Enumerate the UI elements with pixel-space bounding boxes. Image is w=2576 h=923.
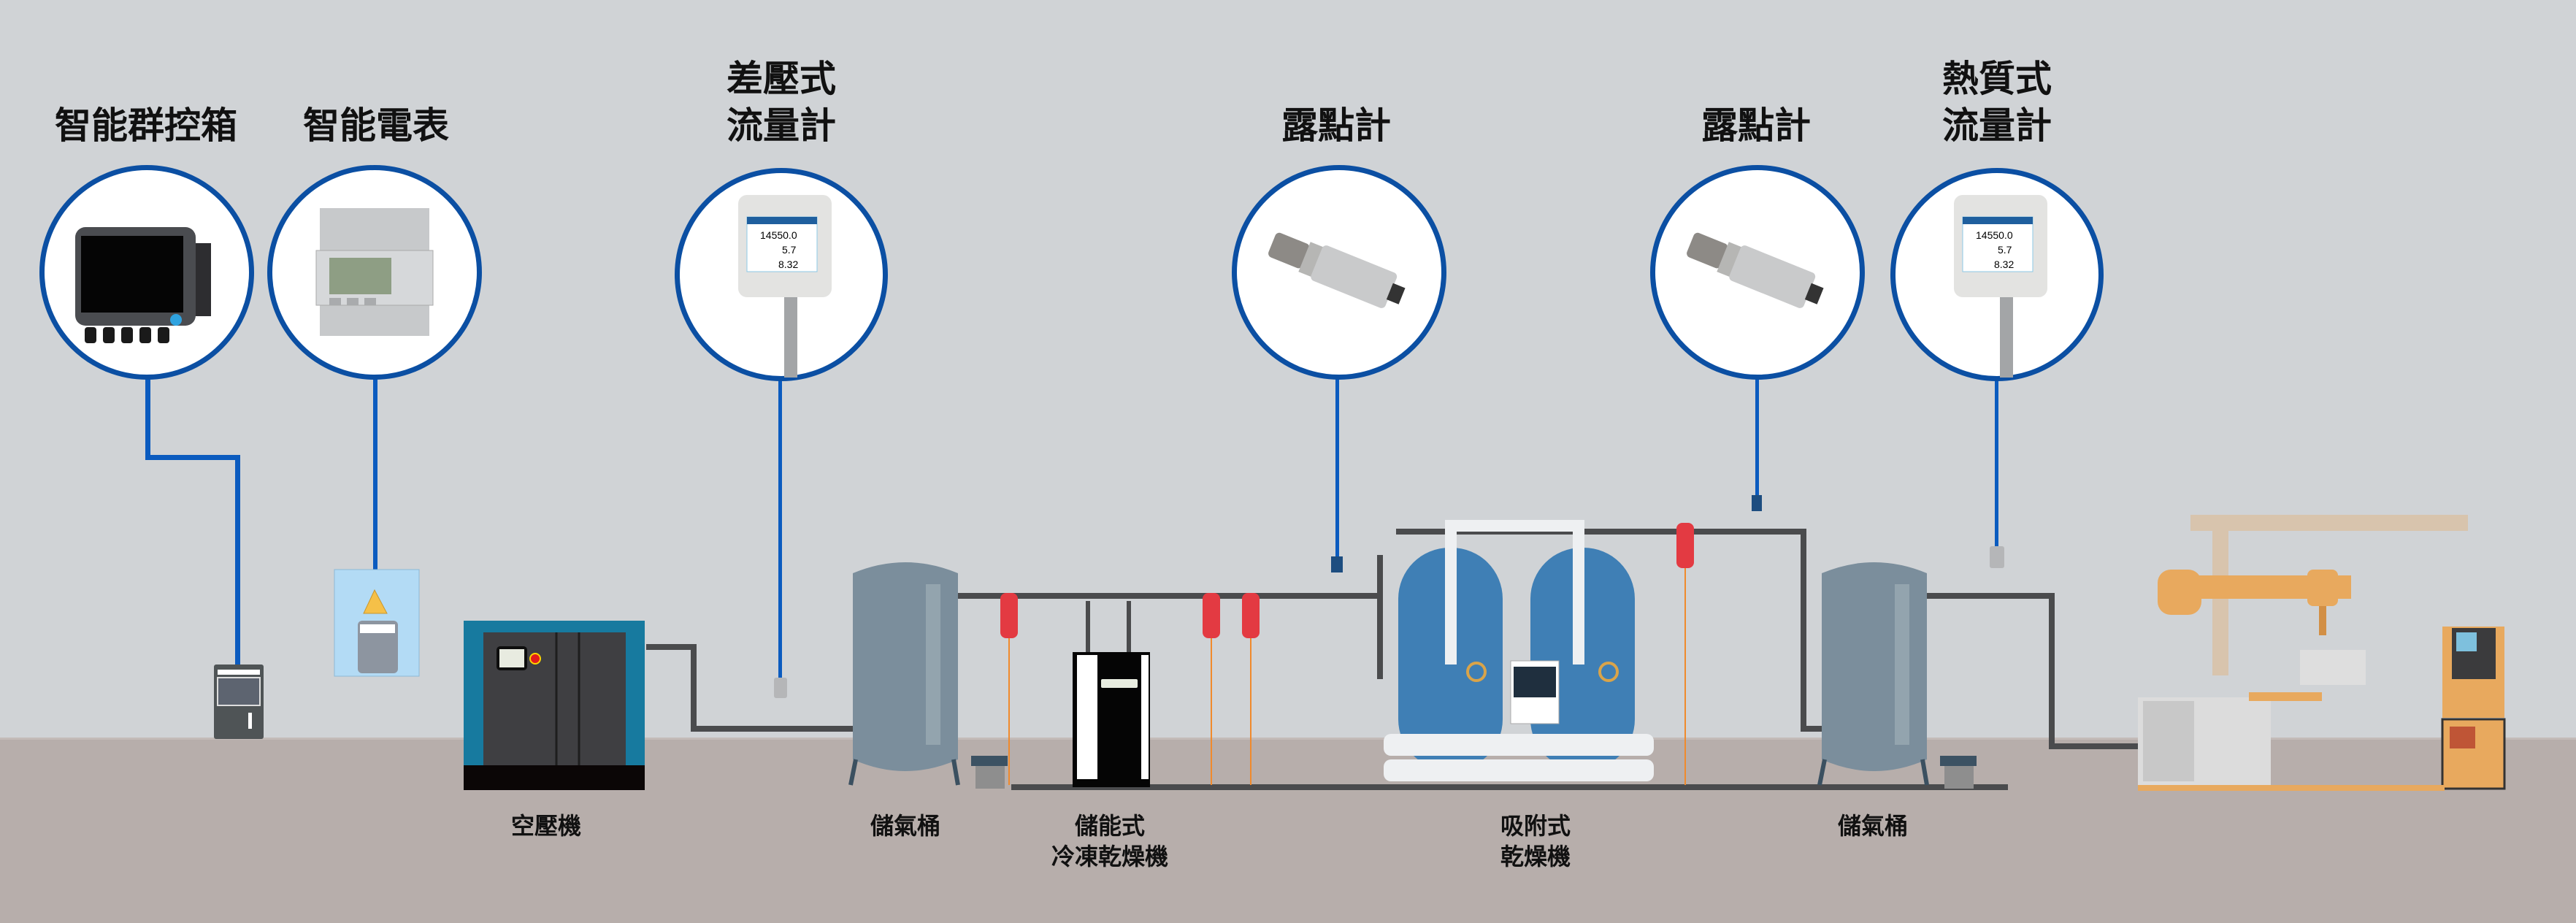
signal-wire-thermal-flow: [1995, 376, 1998, 548]
signal-wire-controller: [235, 455, 240, 667]
thermal-flow-display-velocity: 5.7: [1998, 244, 2012, 256]
bubble-smart-power-meter[interactable]: [267, 165, 482, 380]
label-air-compressor: 空壓機: [510, 812, 581, 840]
floor-background: [0, 738, 2576, 923]
signal-wire-dew-1: [1335, 376, 1339, 559]
label-air-receiver-1: 儲氣桶: [870, 812, 940, 840]
label-refrigerated-dryer: 儲能式 冷凍乾燥機: [1051, 812, 1168, 870]
flow-meter-display-icon: [738, 195, 832, 378]
signal-wire-dp-flow: [778, 376, 782, 679]
title-dp-flow-meter: 差壓式 流量計: [727, 58, 836, 147]
bubble-dew-point-meter-2[interactable]: [1650, 165, 1865, 380]
title-smart-group-controller: 智能群控箱: [55, 104, 237, 147]
dew-point-sensor-icon: [1687, 232, 1824, 308]
signal-wire-power-meter: [373, 376, 377, 654]
flow-meter-display-icon: [1954, 195, 2047, 378]
signal-wire-controller: [145, 455, 240, 460]
title-dew-point-meter-1: 露點計: [1281, 104, 1391, 147]
energy-meter-icon: [315, 208, 434, 336]
title-smart-power-meter: 智能電表: [303, 104, 449, 147]
signal-wire-controller: [145, 376, 150, 460]
wall-background: [0, 0, 2576, 738]
label-adsorption-dryer: 吸附式 乾燥機: [1500, 812, 1571, 870]
dew-point-sensor-icon: [1268, 232, 1406, 308]
bubble-dew-point-meter-1[interactable]: [1232, 165, 1446, 380]
signal-wire-dew-2: [1755, 376, 1759, 497]
bubble-dp-flow-meter[interactable]: 14550.0 5.7 8.32: [675, 168, 888, 381]
dp-flow-display-pressure: 8.32: [778, 258, 799, 270]
dp-flow-display-flow: 14550.0: [760, 229, 797, 241]
dp-flow-display-velocity: 5.7: [782, 244, 797, 256]
title-dew-point-meter-2: 露點計: [1701, 104, 1811, 147]
thermal-flow-display-flow: 14550.0: [1976, 229, 2013, 241]
label-air-receiver-2: 儲氣桶: [1837, 812, 1908, 840]
title-thermal-mass-flow-meter: 熱質式 流量計: [1942, 58, 2052, 147]
bubble-smart-group-controller[interactable]: [39, 165, 254, 380]
thermal-flow-display-pressure: 8.32: [1994, 258, 2015, 270]
controller-touchscreen-icon: [75, 227, 211, 343]
bubble-thermal-mass-flow-meter[interactable]: 14550.0 5.7 8.32: [1890, 168, 2104, 381]
